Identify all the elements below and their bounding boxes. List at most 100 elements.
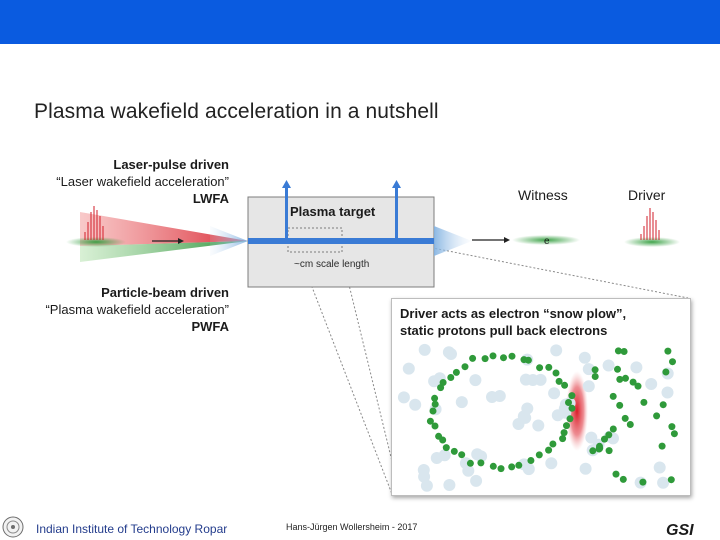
- electron: [591, 373, 599, 380]
- electron: [609, 425, 617, 433]
- proton: [548, 387, 561, 400]
- witness-bunch: [512, 235, 580, 245]
- proton: [486, 391, 498, 403]
- electron: [442, 444, 450, 452]
- electron: [621, 414, 629, 422]
- electron: [431, 422, 439, 430]
- electron: [524, 356, 532, 364]
- electron: [653, 412, 661, 420]
- electron: [658, 442, 666, 450]
- electron: [497, 465, 505, 473]
- electron: [447, 374, 455, 381]
- electron: [466, 459, 474, 467]
- proton: [469, 374, 482, 387]
- plasma-channel: [248, 180, 472, 256]
- electron: [477, 459, 485, 467]
- scale-length-label: ~cm scale length: [294, 259, 369, 270]
- input-arrow: [152, 238, 184, 244]
- electron: [452, 368, 460, 376]
- electron: [439, 379, 447, 386]
- electron: [605, 431, 613, 439]
- proton: [418, 343, 431, 356]
- particle-field: [397, 343, 678, 492]
- electron: [535, 451, 543, 459]
- electron: [489, 462, 497, 470]
- output-arrow: [472, 237, 510, 243]
- electron: [500, 354, 507, 362]
- proton: [442, 346, 455, 359]
- electron: [622, 374, 629, 382]
- driver-label: Driver: [628, 187, 666, 203]
- electron: [634, 382, 642, 390]
- electron: [431, 400, 439, 408]
- electron: [612, 470, 620, 478]
- electron: [609, 392, 617, 400]
- footer: Indian Institute of Technology Ropar Han…: [0, 512, 720, 540]
- plasma-target-label: Plasma target: [290, 204, 376, 219]
- electron: [670, 430, 678, 438]
- electron: [450, 447, 458, 455]
- proton: [582, 380, 595, 393]
- svg-text:GSI: GSI: [666, 522, 694, 539]
- electron: [560, 429, 568, 437]
- input-pulse: [66, 206, 126, 247]
- electron: [640, 398, 648, 406]
- proton: [559, 406, 572, 419]
- electron: [620, 348, 628, 355]
- witness-label: Witness: [518, 187, 568, 203]
- electron: [458, 451, 466, 459]
- proton: [579, 462, 592, 475]
- snowplow-caption: Driver acts as electron “snow plow”, sta…: [400, 305, 626, 339]
- institute-crest-icon: [2, 516, 24, 538]
- electron: [508, 463, 516, 471]
- electron: [614, 347, 622, 355]
- gsi-logo-icon: GSI: [666, 522, 694, 539]
- proton: [602, 359, 615, 372]
- electron: [664, 347, 672, 355]
- proton: [550, 344, 563, 357]
- lwfa-label: Laser-pulse driven “Laser wakefield acce…: [20, 156, 229, 207]
- zoom-lines: [289, 229, 689, 495]
- proton: [409, 398, 422, 411]
- electron: [431, 394, 439, 402]
- pwfa-line-1: Particle-beam driven: [101, 285, 229, 300]
- electron: [614, 365, 621, 373]
- witness-particle-label: e: [544, 236, 550, 247]
- electron: [568, 392, 576, 400]
- proton: [471, 448, 484, 461]
- electron: [545, 363, 553, 371]
- electron: [619, 475, 627, 483]
- electron: [461, 363, 469, 371]
- snowplow-line-2: static protons pull back electrons: [400, 323, 608, 338]
- proton: [630, 361, 643, 374]
- header-bar: [0, 0, 720, 44]
- proton: [526, 374, 539, 386]
- driver-bunch: [566, 371, 588, 451]
- proton: [657, 476, 670, 489]
- proton: [455, 396, 468, 409]
- electron: [591, 366, 599, 374]
- footer-institution: Indian Institute of Technology Ropar: [36, 522, 228, 536]
- proton: [661, 386, 674, 399]
- electron: [435, 432, 443, 440]
- electron: [565, 399, 572, 406]
- proton: [402, 362, 415, 375]
- electron: [568, 404, 576, 412]
- electron: [555, 377, 563, 385]
- electron: [629, 378, 637, 386]
- electron: [552, 369, 560, 377]
- proton: [418, 470, 431, 483]
- electron: [639, 478, 647, 486]
- lwfa-line-1: Laser-pulse driven: [113, 157, 229, 172]
- proton: [470, 474, 483, 487]
- slide-title: Plasma wakefield acceleration in a nutsh…: [34, 100, 439, 123]
- snowplow-inset: Driver acts as electron “snow plow”, sta…: [391, 298, 691, 496]
- electron: [508, 352, 516, 360]
- electron: [545, 446, 553, 454]
- proton: [430, 452, 443, 464]
- electron: [667, 476, 675, 484]
- electron: [669, 358, 676, 366]
- electron: [668, 423, 676, 431]
- electron: [561, 381, 569, 389]
- electron: [515, 461, 523, 469]
